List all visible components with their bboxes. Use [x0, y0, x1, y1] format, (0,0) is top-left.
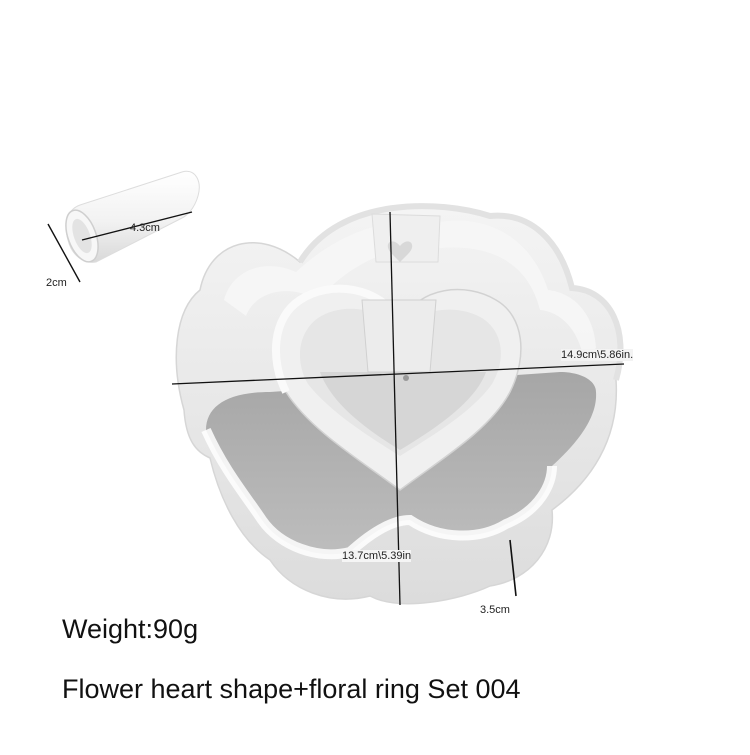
tube-insert [65, 170, 200, 263]
mold-depth-label: 13.7cm\5.39in [342, 550, 412, 562]
mold-dimension-lines [171, 211, 625, 606]
tube-diameter-label: 2cm [46, 277, 67, 289]
tube-length-label: 4.3cm [130, 222, 160, 234]
mold-height-label: 3.5cm [480, 604, 510, 616]
mold-width-label: 14.9cm\5.86in. [561, 349, 634, 361]
weight-caption: Weight:90g [62, 614, 199, 644]
flower-mold [175, 203, 624, 605]
tube-dimension-lines [47, 211, 193, 283]
product-name-caption: Flower heart shape+floral ring Set 004 [62, 674, 521, 704]
